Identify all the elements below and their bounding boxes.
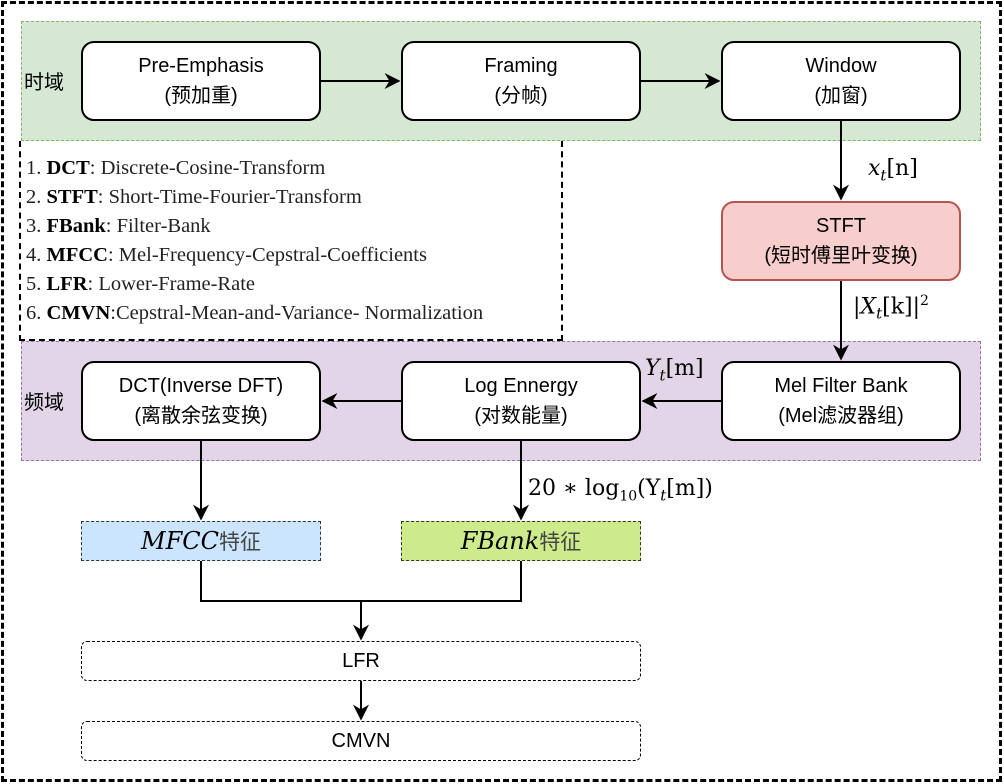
stft-subtitle: (短时傅里叶变换)	[764, 245, 918, 267]
framing-node[interactable]: Framing (分帧)	[401, 41, 641, 121]
time-domain-label: 时域	[24, 72, 64, 94]
dct-title: DCT(Inverse DFT)	[118, 375, 284, 397]
legend-item: 2. STFT: Short-Time-Fourier-Transform	[26, 186, 362, 208]
log-energy-title: Log Ennergy	[464, 375, 578, 397]
lfr-node[interactable]: LFR	[81, 641, 641, 681]
mfcc-feature-math: MFCC	[141, 527, 219, 555]
window-subtitle: (加窗)	[814, 85, 868, 107]
abbreviation-legend: 1. DCT: Discrete-Cosine-Transform 2. STF…	[19, 141, 563, 341]
window-title: Window	[805, 55, 877, 77]
pre-emphasis-subtitle: (预加重)	[164, 85, 238, 107]
edge-features-merge	[200, 561, 522, 602]
dct-subtitle: (离散余弦变换)	[134, 405, 268, 427]
edge-label-mel-to-log: Yt[m]	[645, 356, 704, 385]
legend-item: 6. CMVN:Cepstral-Mean-and-Variance- Norm…	[26, 302, 484, 324]
lfr-title: LFR	[342, 649, 380, 672]
frequency-domain-label: 频域	[24, 392, 64, 414]
mel-filter-bank-node[interactable]: Mel Filter Bank (Mel滤波器组)	[721, 361, 961, 441]
mel-filter-bank-title: Mel Filter Bank	[774, 375, 908, 397]
legend-item: 1. DCT: Discrete-Cosine-Transform	[26, 157, 326, 179]
legend-item: 4. MFCC: Mel-Frequency-Cepstral-Coeffici…	[26, 244, 427, 266]
edge-label-log-to-fbank: 20 ∗ log10(Yt[m])	[528, 476, 713, 505]
stft-node[interactable]: STFT (短时傅里叶变换)	[721, 201, 961, 281]
fbank-feature-suffix: 特征	[539, 531, 582, 554]
framing-subtitle: (分帧)	[494, 85, 548, 107]
legend-item: 3. FBank: Filter-Bank	[26, 215, 211, 237]
window-node[interactable]: Window (加窗)	[721, 41, 961, 121]
edge-label-window-to-stft: xt[n]	[868, 156, 918, 185]
fbank-feature-math: FBank	[460, 527, 540, 555]
edge-label-stft-to-mel: |Xt[k]|2	[853, 293, 929, 323]
stft-title: STFT	[816, 215, 866, 237]
dct-node[interactable]: DCT(Inverse DFT) (离散余弦变换)	[81, 361, 321, 441]
mel-filter-bank-subtitle: (Mel滤波器组)	[778, 405, 904, 427]
framing-title: Framing	[484, 55, 558, 77]
log-energy-subtitle: (对数能量)	[474, 405, 568, 427]
cmvn-title: CMVN	[331, 729, 391, 752]
legend-item: 5. LFR: Lower-Frame-Rate	[26, 273, 256, 295]
mfcc-feature-suffix: 特征	[218, 531, 261, 554]
log-energy-node[interactable]: Log Ennergy (对数能量)	[401, 361, 641, 441]
cmvn-node[interactable]: CMVN	[81, 721, 641, 761]
pre-emphasis-title: Pre-Emphasis	[138, 55, 264, 77]
pre-emphasis-node[interactable]: Pre-Emphasis (预加重)	[81, 41, 321, 121]
